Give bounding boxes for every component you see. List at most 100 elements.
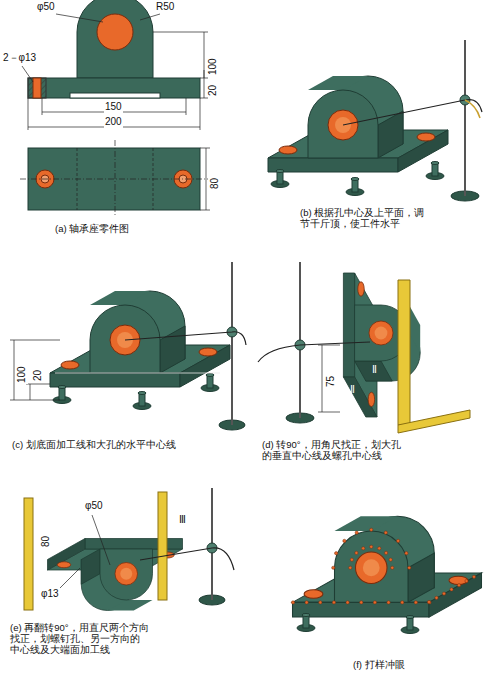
- dimension-label: 20: [32, 369, 44, 382]
- drawing-circle: [319, 601, 322, 604]
- drawing-circle: [435, 596, 438, 599]
- drawing-circle: [397, 539, 400, 542]
- caption: (e) 再翻转90°，用直尺两个方向 找正，划螺钉孔、另一方向的 中心线及大端面…: [10, 623, 155, 656]
- drawing-path: [343, 100, 482, 126]
- drawing-line: [20, 179, 208, 180]
- drawing-line: [464, 40, 466, 196]
- dimension-label: Ⅱ: [350, 384, 355, 396]
- drawing-use: [293, 516, 482, 617]
- drawing-rect: [70, 93, 160, 98]
- dimension-label: 150: [104, 101, 123, 113]
- caption: (d) 转90°，用角尺找正，划大孔 的垂直中心线及螺孔中心线: [262, 440, 412, 462]
- drawing-line: [26, 384, 50, 385]
- drawing-line: [30, 384, 31, 400]
- drawing-circle: [472, 575, 475, 578]
- drawing-circle: [355, 531, 358, 534]
- drawing-circle: [391, 566, 394, 569]
- panel-e: [24, 488, 234, 611]
- drawing-use: [133, 392, 151, 410]
- drawing-use: [401, 616, 419, 634]
- drawing-line: [200, 210, 210, 211]
- drawing-circle: [97, 14, 133, 50]
- drawing-circle: [414, 601, 417, 604]
- drawing-circle: [332, 601, 335, 604]
- drawing-g: [291, 528, 475, 604]
- drawing-circle: [384, 531, 387, 534]
- drawing-line: [28, 98, 29, 130]
- drawing-rect: [158, 492, 167, 600]
- drawing-line: [231, 262, 233, 425]
- drawing-g: [60, 515, 110, 588]
- drawing-circle: [457, 584, 460, 587]
- drawing-circle: [442, 592, 445, 595]
- drawing-circle: [450, 588, 453, 591]
- drawing-use: [201, 374, 219, 392]
- drawing-polygon: [398, 410, 470, 433]
- part-drawing: [28, 0, 200, 210]
- dimension-label: 100: [207, 57, 219, 76]
- drawing-rect: [24, 498, 33, 610]
- drawing-circle: [370, 545, 373, 548]
- drawing-path: [140, 548, 234, 570]
- dimension-label: (f) 打样冲眼: [352, 660, 406, 671]
- drawing-circle: [346, 601, 349, 604]
- drawing-g: [318, 345, 340, 412]
- drawing-line: [204, 32, 205, 98]
- drawing-circle: [370, 528, 373, 531]
- drawing-circle: [332, 566, 335, 569]
- drawing-circle: [465, 579, 468, 582]
- caption: (c) 划底面加工线和大孔的水平中心线: [12, 440, 242, 451]
- drawing-line: [92, 515, 110, 565]
- drawing-path: [258, 342, 370, 362]
- drawing-circle: [401, 601, 404, 604]
- dimension-lines: [20, 14, 210, 216]
- drawing-line: [10, 400, 60, 401]
- drawing-line: [206, 148, 207, 210]
- drawing-line: [10, 340, 60, 341]
- drawing-path: [77, 0, 153, 78]
- dimension-label: 75: [325, 375, 337, 388]
- drawing-line: [153, 148, 154, 210]
- drawing-circle: [360, 601, 363, 604]
- drawing-line: [56, 14, 103, 22]
- drawing-line: [22, 66, 33, 82]
- drawing-rect: [28, 78, 46, 98]
- drawing-circle: [427, 600, 430, 603]
- dimension-label: Ⅲ: [178, 514, 187, 526]
- dimension-label: 80: [209, 177, 221, 190]
- panel-b: [268, 40, 482, 201]
- drawing-path: [125, 332, 246, 345]
- drawing-line: [322, 345, 323, 412]
- drawing-line: [77, 148, 78, 210]
- drawing-rect: [28, 78, 200, 98]
- drawing-use: [426, 162, 444, 180]
- drawing-circle: [335, 552, 338, 555]
- dimension-label: φ13: [40, 588, 60, 600]
- drawing-line: [153, 32, 208, 33]
- drawing-circle: [389, 558, 392, 561]
- drawing-circle: [291, 601, 294, 604]
- drawing-circle: [350, 558, 353, 561]
- dimension-label: 20: [207, 84, 219, 97]
- drawing-circle: [405, 552, 408, 555]
- drawing-circle: [428, 601, 431, 604]
- drawing-line: [318, 345, 340, 346]
- drawing-use: [346, 178, 364, 196]
- dimension-label: 200: [104, 116, 123, 128]
- drawing-circle: [343, 539, 346, 542]
- drawing-line: [60, 568, 80, 588]
- drawing-path: [465, 100, 480, 118]
- drawing-circle: [384, 551, 387, 554]
- dimension-label: Ⅱ: [372, 364, 377, 376]
- panel-f: [291, 516, 481, 633]
- drawing-circle: [387, 601, 390, 604]
- dimension-label: φ50: [84, 500, 104, 512]
- drawing-line: [140, 14, 160, 20]
- drawing-circle: [362, 547, 365, 550]
- drawing-line: [55, 373, 220, 374]
- drawing-circle: [408, 566, 411, 569]
- drawing-circle: [355, 551, 358, 554]
- drawing-rect: [33, 78, 41, 98]
- drawing-line: [200, 98, 201, 130]
